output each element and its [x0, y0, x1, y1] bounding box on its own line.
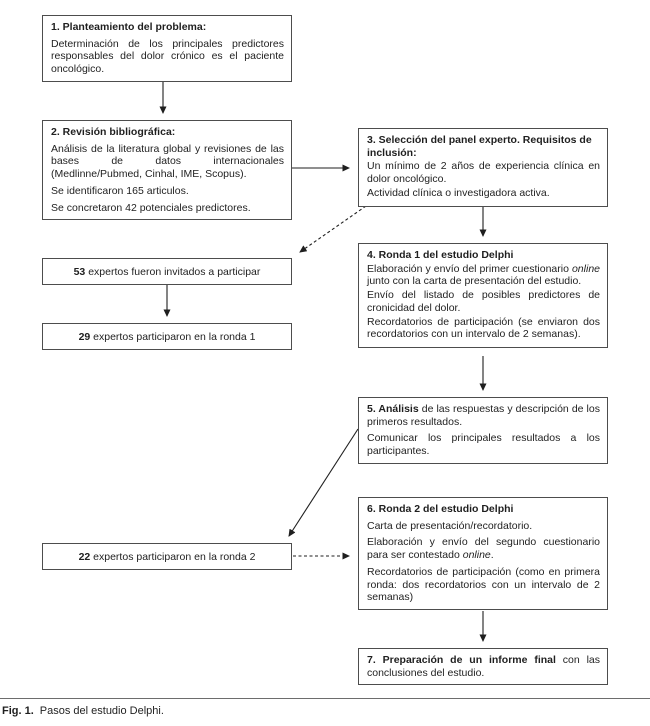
step-5-title-line: 5. Análisis de las respuestas y descripc… — [367, 403, 600, 428]
step-3-title: 3. Selección del panel experto. Requisit… — [367, 134, 592, 159]
step-7-box: 7. Preparación de un informe final con l… — [358, 648, 608, 686]
step-2-title: 2. Revisión bibliográfica: — [51, 126, 176, 138]
step-5-box: 5. Análisis de las respuestas y descripc… — [358, 397, 608, 464]
step-6-text-2: Elaboración y envío del segundo cuestion… — [367, 536, 600, 562]
step-2-text-2: Se identificaron 165 articulos. — [51, 184, 189, 197]
step-2-text-3: Se concretaron 42 potenciales predictore… — [51, 201, 251, 214]
step-3-text-1: Un mínimo de 2 años de experiencia clíni… — [367, 160, 600, 186]
step-5-text: Comunicar los principales resultados a l… — [367, 432, 600, 458]
step-6-text-3: Recordatorios de participación (como en … — [367, 565, 600, 604]
step-1-title: 1. Planteamiento del problema: — [51, 21, 207, 33]
step-2-box: 2. Revisión bibliográfica: Análisis de l… — [42, 120, 292, 221]
experts-22-box: 22 expertos participaron en la ronda 2 — [42, 543, 292, 570]
step-3-box: 3. Selección del panel experto. Requisit… — [358, 128, 608, 207]
step-1-box: 1. Planteamiento del problema: Determina… — [42, 15, 292, 82]
step-4-text-3: Recordatorios de participación (se envia… — [367, 315, 600, 341]
step-4-box: 4. Ronda 1 del estudio Delphi Elaboració… — [358, 243, 608, 348]
step-4-text-2: Envío del listado de posibles predictore… — [367, 289, 600, 314]
step-4-title: 4. Ronda 1 del estudio Delphi — [367, 249, 514, 261]
arrow-step5-to-experts22 — [288, 428, 359, 537]
step-6-box: 6. Ronda 2 del estudio Delphi Carta de p… — [358, 497, 608, 610]
online-italic: online — [462, 549, 491, 562]
experts-29-box: 29 expertos participaron en la ronda 1 — [42, 323, 292, 350]
experts-22-text: 22 expertos participaron en la ronda 2 — [78, 550, 256, 563]
experts-53-text: 53 expertos fueron invitados a participa… — [73, 265, 261, 278]
figure-caption-text: Pasos del estudio Delphi. — [39, 705, 164, 717]
step-3-text-2: Actividad clínica o investigadora activa… — [367, 186, 550, 199]
figure-caption-label: Fig. 1. — [2, 705, 34, 717]
step-6-text-1: Carta de presentación/recordatorio. — [367, 519, 533, 532]
experts-29-text: 29 expertos participaron en la ronda 1 — [78, 330, 256, 343]
step-7-text: 7. Preparación de un informe final con l… — [367, 654, 600, 679]
dashed-arrow-step3-to-experts53 — [299, 205, 367, 253]
step-2-text-1: Análisis de la literatura global y revis… — [51, 142, 284, 181]
figure-caption: Fig. 1. Pasos del estudio Delphi. — [0, 698, 650, 717]
online-italic: online — [571, 262, 600, 275]
step-4-text-1: Elaboración y envío del primer cuestiona… — [367, 262, 600, 288]
experts-53-box: 53 expertos fueron invitados a participa… — [42, 258, 292, 285]
step-1-text: Determinación de los principales predict… — [51, 37, 284, 76]
step-6-title: 6. Ronda 2 del estudio Delphi — [367, 503, 514, 515]
